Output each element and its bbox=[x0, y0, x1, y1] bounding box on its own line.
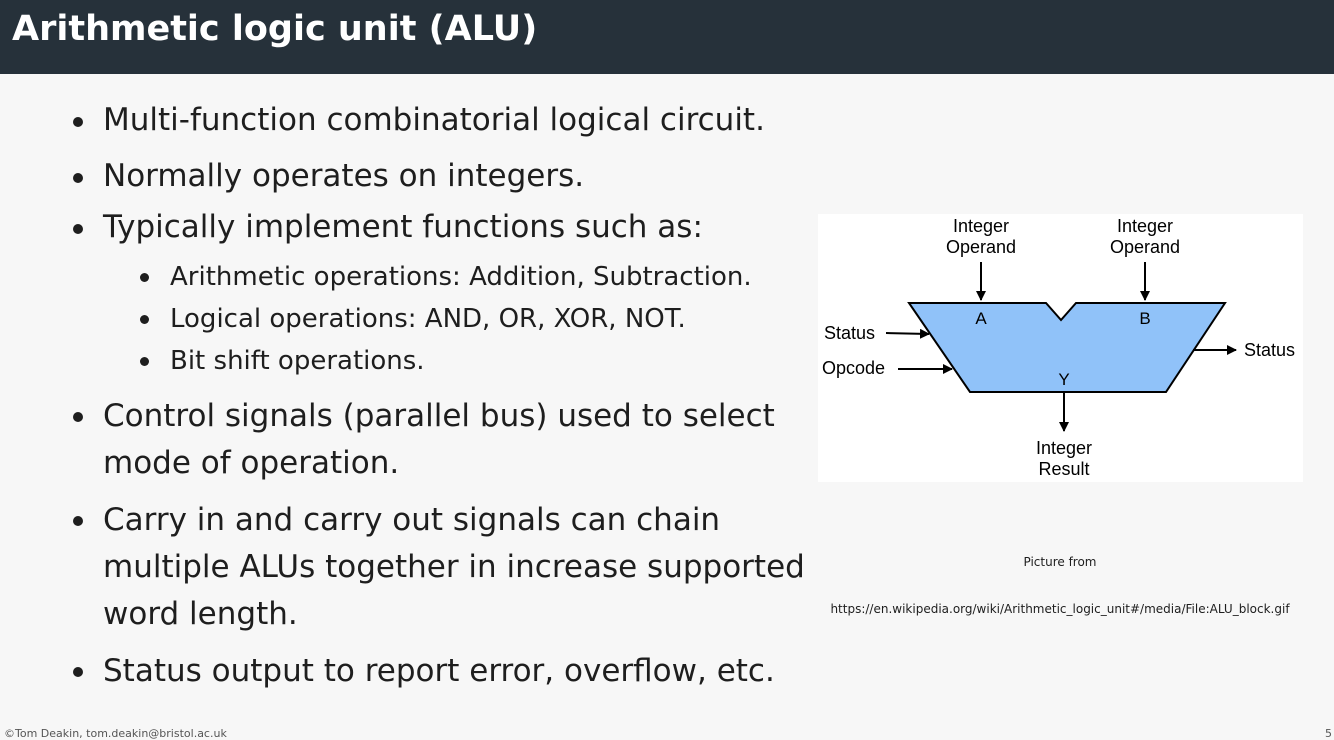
sub-bullet-marker bbox=[140, 315, 149, 324]
bullet-marker bbox=[73, 117, 83, 127]
bullet-marker bbox=[73, 667, 83, 677]
bullet-marker bbox=[73, 173, 83, 183]
slide-number: 5 bbox=[1325, 727, 1332, 740]
footer-author: ©Tom Deakin, tom.deakin@bristol.ac.uk bbox=[4, 727, 227, 740]
alu-diagram-svg: Integer Operand Integer Operand A B Y St… bbox=[822, 216, 1295, 479]
status-in-label: Status bbox=[824, 323, 875, 343]
input-b-label: B bbox=[1139, 309, 1150, 328]
sub-bullet-marker bbox=[140, 273, 149, 282]
picture-caption: Picture from bbox=[1023, 555, 1097, 569]
status-in-arrow bbox=[885, 328, 930, 339]
bullet-item: Typically implement functions such as: bbox=[103, 209, 703, 245]
operand-a-label: Integer bbox=[953, 216, 1009, 236]
opcode-label: Opcode bbox=[822, 358, 885, 378]
bullet-item-continuation: word length. bbox=[103, 596, 298, 632]
operand-b-label: Integer bbox=[1117, 216, 1173, 236]
slide-title: Arithmetic logic unit (ALU) bbox=[12, 9, 538, 49]
operand-a-label: Operand bbox=[946, 237, 1016, 257]
output-y-label: Y bbox=[1058, 370, 1069, 389]
sub-bullet-item: Logical operations: AND, OR, XOR, NOT. bbox=[170, 304, 686, 334]
picture-source-link[interactable]: https://en.wikipedia.org/wiki/Arithmetic… bbox=[830, 602, 1290, 616]
bullet-item: Control signals (parallel bus) used to s… bbox=[103, 398, 775, 434]
bullet-item-continuation: multiple ALUs together in increase suppo… bbox=[103, 549, 805, 585]
bullet-item: Normally operates on integers. bbox=[103, 158, 585, 194]
bullet-marker bbox=[73, 516, 83, 526]
slide-header: Arithmetic logic unit (ALU) bbox=[0, 0, 1334, 74]
sub-bullet-item: Arithmetic operations: Addition, Subtrac… bbox=[170, 262, 752, 292]
bullet-item: Status output to report error, overflow,… bbox=[103, 653, 775, 689]
bullet-item-continuation: mode of operation. bbox=[103, 445, 400, 481]
result-label: Integer bbox=[1036, 438, 1092, 458]
sub-bullet-item: Bit shift operations. bbox=[170, 346, 425, 376]
bullet-item: Multi-function combinatorial logical cir… bbox=[103, 102, 765, 138]
alu-diagram: Integer Operand Integer Operand A B Y St… bbox=[818, 214, 1303, 482]
sub-bullet-marker bbox=[140, 357, 149, 366]
alu-shape bbox=[907, 302, 1227, 393]
result-label: Result bbox=[1038, 459, 1089, 479]
status-out-label: Status bbox=[1244, 340, 1295, 360]
operand-b-label: Operand bbox=[1110, 237, 1180, 257]
bullet-item: Carry in and carry out signals can chain bbox=[103, 502, 721, 538]
bullet-marker bbox=[73, 224, 83, 234]
bullet-marker bbox=[73, 412, 83, 422]
input-a-label: A bbox=[975, 309, 987, 328]
